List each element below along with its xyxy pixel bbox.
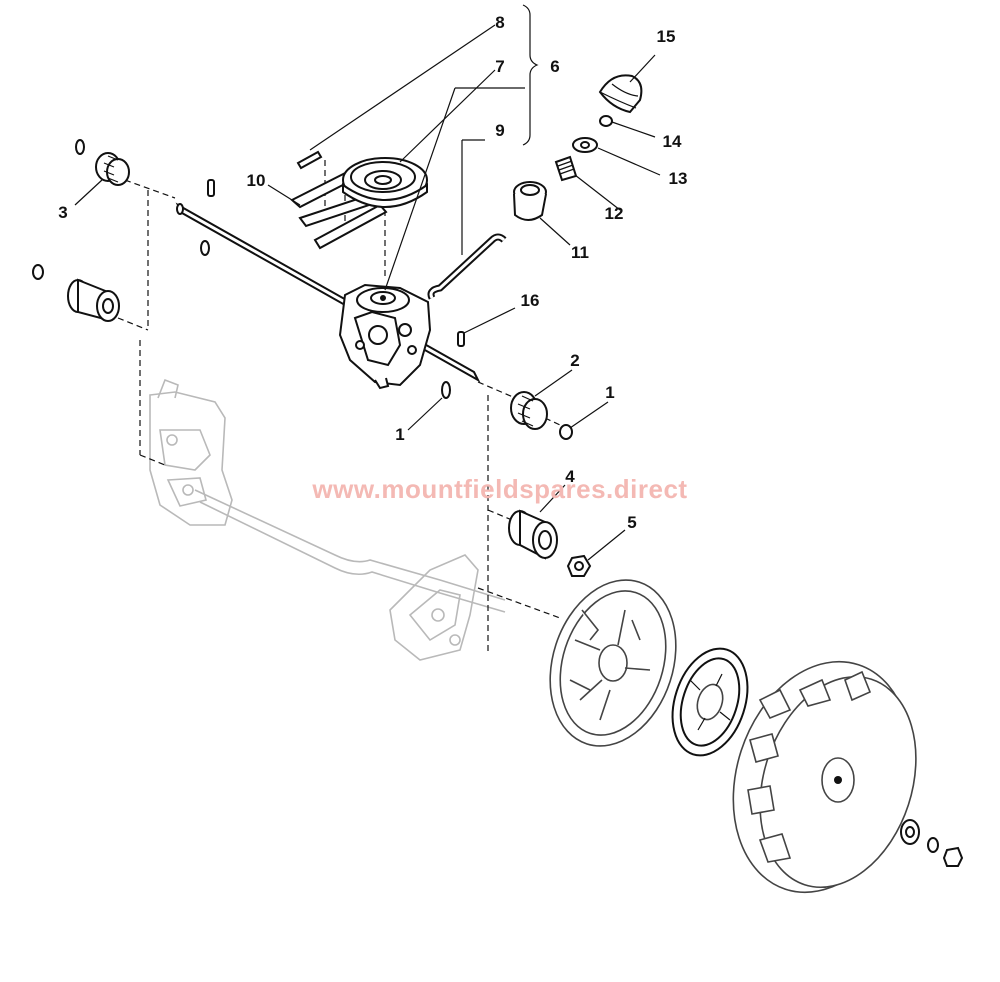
wheel-inner-cover	[549, 579, 677, 747]
hub-bushing-left	[67, 278, 120, 322]
callout-14: 14	[663, 132, 682, 151]
axle-rod-faint	[194, 489, 506, 613]
wheel-nut	[942, 846, 964, 867]
drive-cable	[427, 233, 507, 300]
callout-6: 6	[550, 57, 559, 76]
roll-pin-16	[457, 331, 465, 347]
spring-12	[554, 155, 578, 182]
roll-pin-shaft	[207, 179, 215, 197]
nut-5	[566, 554, 592, 577]
callout-3: 3	[58, 203, 67, 222]
gearbox-housing	[338, 283, 432, 390]
watermark-text: www.mountfieldspares.direct	[311, 474, 687, 504]
callout-16: 16	[521, 291, 540, 310]
callout-15: 15	[657, 27, 676, 46]
roll-pin-8	[296, 150, 323, 170]
leader-lines	[74, 4, 661, 561]
callout-5: 5	[627, 513, 636, 532]
wheel-washer	[927, 837, 939, 853]
callout-1-right: 1	[605, 383, 614, 402]
knob-15	[598, 74, 643, 114]
callout-2: 2	[570, 351, 579, 370]
bush-11	[513, 181, 547, 221]
callout-9: 9	[495, 121, 504, 140]
callout-4: 4	[565, 467, 575, 486]
circlip-left	[200, 240, 210, 256]
chassis-bracket-faint	[149, 378, 233, 526]
wheel-tyre	[732, 660, 917, 894]
callout-12: 12	[605, 204, 624, 223]
pawl-3	[95, 152, 130, 186]
wheel-bearing	[900, 819, 920, 845]
circlip-1-left	[441, 381, 451, 399]
callout-13: 13	[669, 169, 688, 188]
callout-7: 7	[495, 57, 504, 76]
circlip-upper-left	[75, 139, 85, 155]
circlip-1-right	[559, 424, 573, 440]
circlip-lower-left	[32, 264, 44, 280]
washer-13	[572, 137, 598, 153]
side-bracket-faint	[389, 554, 479, 661]
wheel-gear-ring	[671, 647, 749, 757]
alignment-lines	[117, 160, 561, 655]
drive-pulley	[342, 157, 428, 208]
pawl-2	[510, 391, 548, 430]
callout-11: 11	[571, 243, 589, 262]
hub-bushing-4	[508, 509, 558, 560]
callout-8: 8	[495, 13, 504, 32]
callout-10: 10	[247, 171, 266, 190]
callout-labels: 8 7 6 9 10 3 15 14 13 12 11 16 2 1 1 4 5	[58, 13, 687, 532]
washer-14	[599, 115, 613, 127]
callout-1-left: 1	[395, 425, 404, 444]
